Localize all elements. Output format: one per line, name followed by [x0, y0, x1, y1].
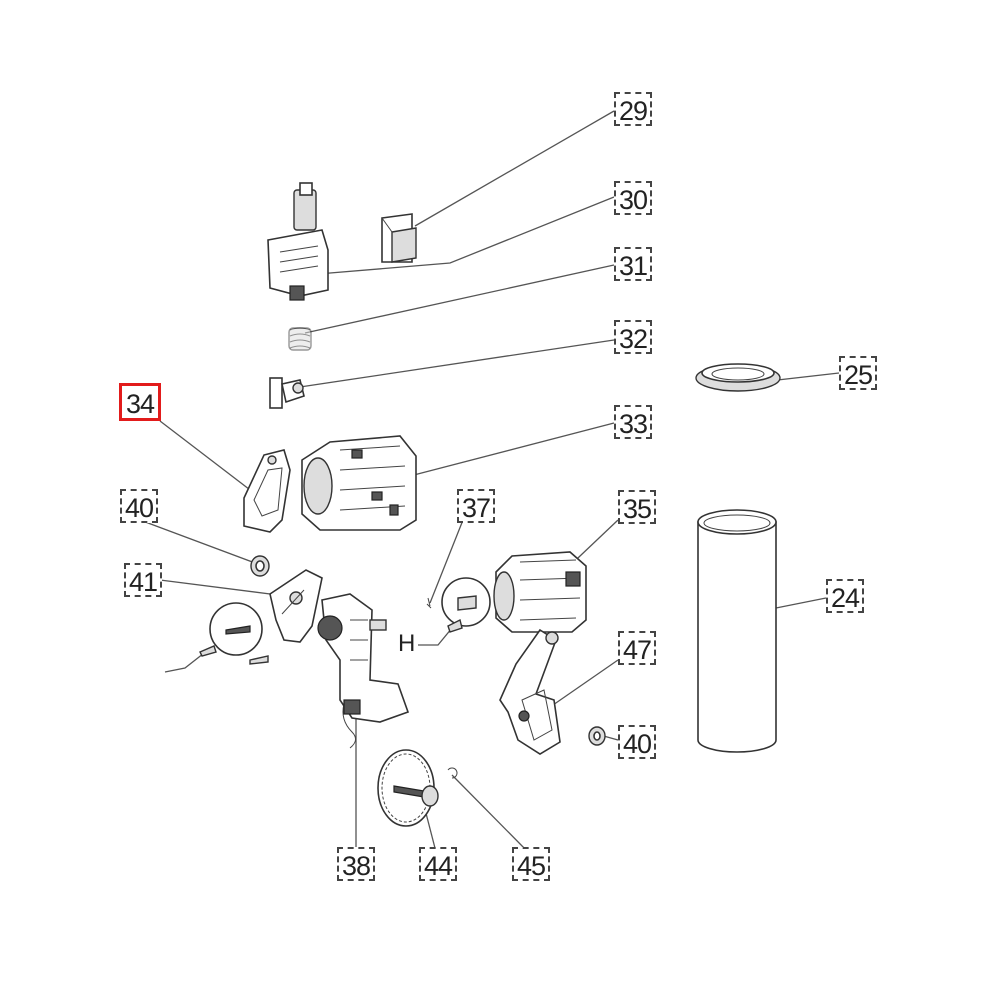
- part-45-clip: [447, 767, 458, 779]
- part-40-bushing-right: [588, 726, 606, 746]
- part-35-motor: [493, 551, 587, 633]
- part-29-bracket: [381, 213, 417, 263]
- part-38-gearbox: [317, 593, 410, 749]
- part-34-cover: [243, 449, 291, 533]
- label-part-47[interactable]: 47: [618, 631, 656, 665]
- label-part-44[interactable]: 44: [419, 847, 457, 881]
- label-part-25[interactable]: 25: [839, 356, 877, 390]
- label-part-41[interactable]: 41: [124, 563, 162, 597]
- part-41-gear-plate: [269, 569, 323, 643]
- label-part-31[interactable]: 31: [614, 247, 652, 281]
- label-part-35[interactable]: 35: [618, 490, 656, 524]
- part-47-bracket: [499, 628, 561, 755]
- label-part-37[interactable]: 37: [457, 489, 495, 523]
- label-part-40-left[interactable]: 40: [120, 489, 158, 523]
- label-part-29[interactable]: 29: [614, 92, 652, 126]
- part-30-pump: [267, 182, 329, 301]
- part-37-pin: [426, 577, 491, 633]
- label-part-30[interactable]: 30: [614, 181, 652, 215]
- detail-circle-left: [199, 602, 269, 665]
- label-part-34-selected[interactable]: 34: [119, 383, 161, 421]
- part-44-gear: [377, 749, 439, 827]
- label-part-24[interactable]: 24: [826, 579, 864, 613]
- label-part-33[interactable]: 33: [614, 405, 652, 439]
- label-part-32[interactable]: 32: [614, 320, 652, 354]
- part-33-housing: [301, 435, 417, 531]
- part-32-valve: [269, 377, 305, 409]
- part-24-tube: [697, 509, 777, 753]
- part-25-lid: [695, 363, 781, 392]
- label-detail-h: H: [398, 630, 416, 657]
- label-part-45[interactable]: 45: [512, 847, 550, 881]
- label-part-40-right[interactable]: 40: [618, 725, 656, 759]
- part-40-bushing-left: [250, 555, 270, 577]
- part-31-spring: [288, 327, 312, 351]
- label-part-38[interactable]: 38: [337, 847, 375, 881]
